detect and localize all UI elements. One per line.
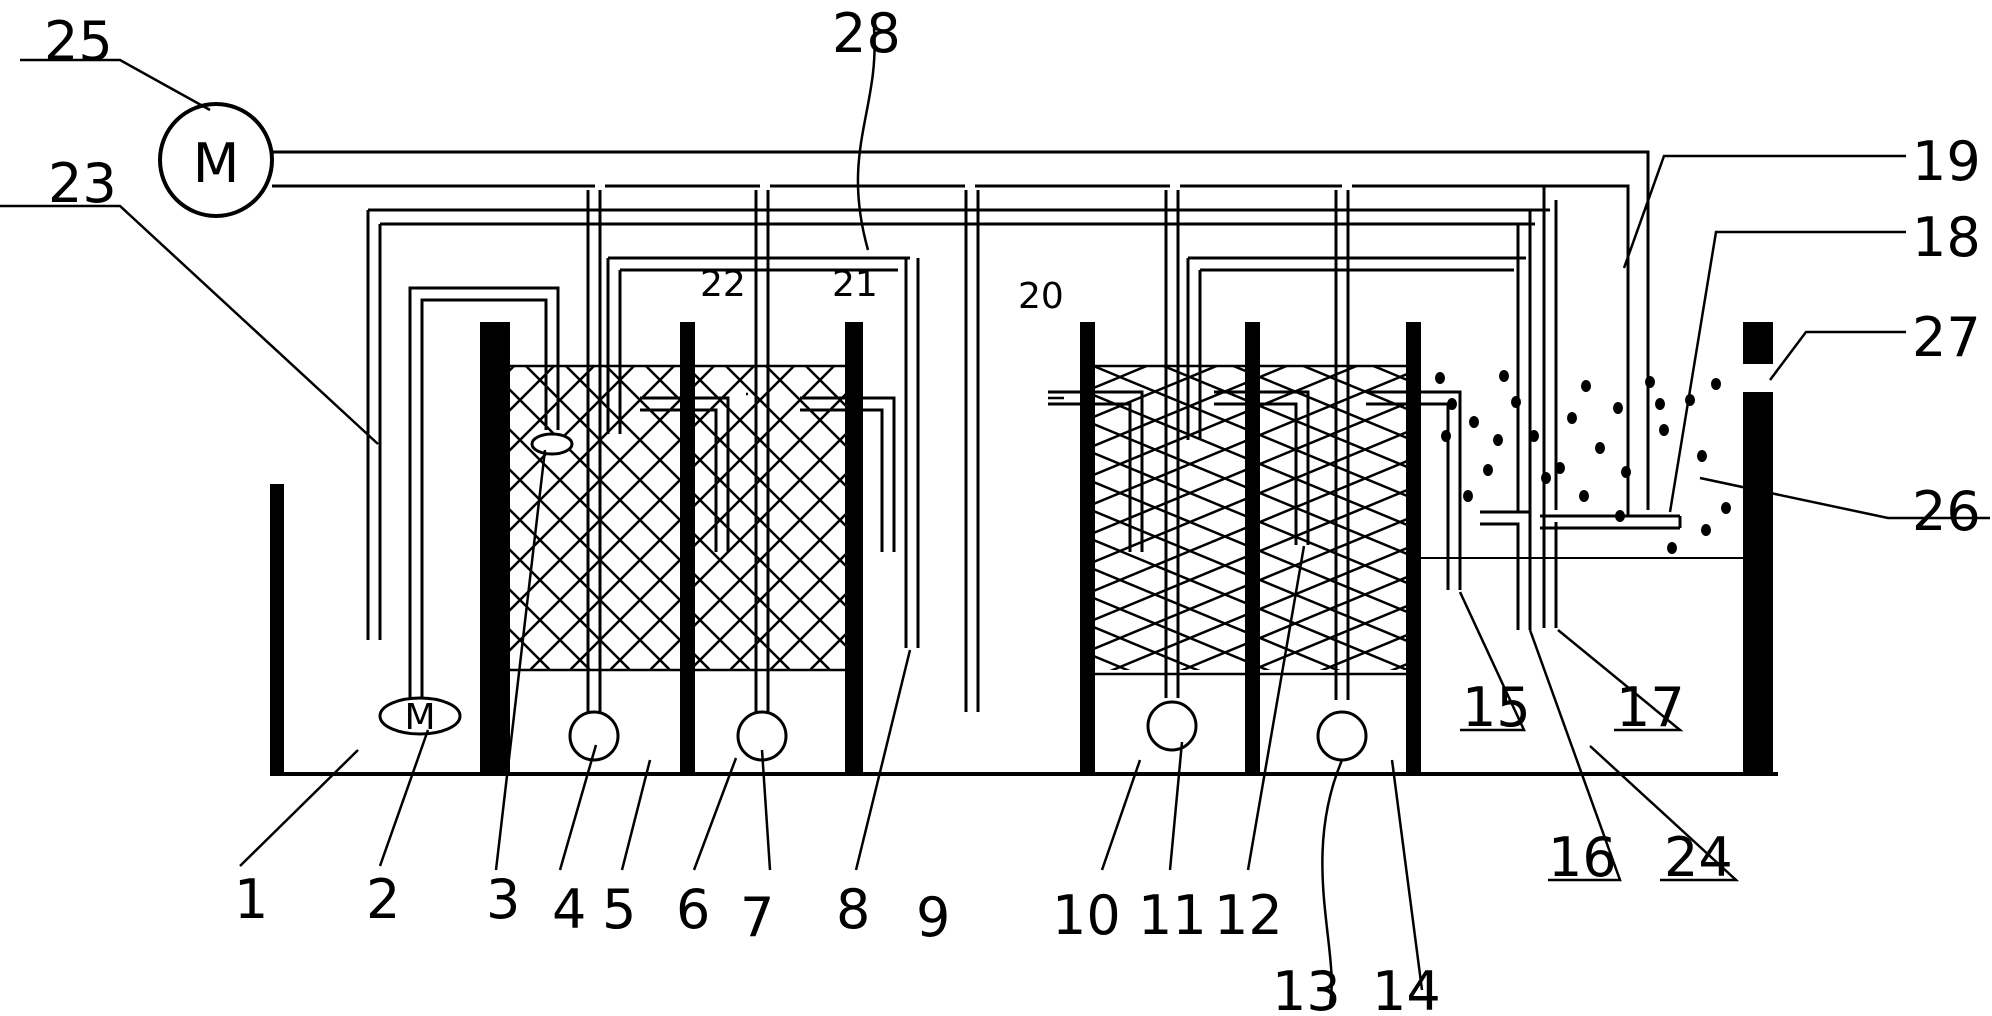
main-motor-label: M: [193, 132, 240, 195]
label-13: 13: [1272, 960, 1341, 1016]
pipe-21: [800, 396, 896, 552]
diffuser-13: [1316, 710, 1368, 762]
pipe-18: [1540, 514, 1682, 530]
manifold-sub-left: [606, 256, 910, 434]
diffuser-11: [1146, 700, 1198, 752]
media-zone-10: [1095, 365, 1245, 670]
media-zone-6: [695, 365, 845, 670]
label-22: 22: [700, 264, 746, 305]
label-21: 21: [832, 264, 878, 305]
aeration-pipe-4: [586, 190, 602, 718]
label-15: 15: [1462, 676, 1531, 739]
label-1: 1: [234, 868, 268, 931]
label-26: 26: [1912, 480, 1981, 543]
tank-left-wall: [270, 484, 284, 776]
drop-pipe-8: [904, 258, 920, 648]
baffle-wall-5: [1245, 322, 1260, 776]
pump-motor-label: M: [404, 697, 435, 738]
pipe-12: [1214, 390, 1310, 545]
diffuser-4: [568, 710, 620, 762]
baffle-wall-6: [1406, 322, 1421, 776]
label-28: 28: [832, 2, 901, 65]
label-18: 18: [1912, 206, 1981, 269]
label-25: 25: [44, 10, 113, 73]
manifold-sub-right: [1186, 256, 1526, 440]
label-7: 7: [740, 886, 774, 949]
label-4: 4: [552, 878, 586, 941]
label-2: 2: [366, 868, 400, 931]
baffle-wall-2: [680, 322, 695, 776]
label-11: 11: [1138, 884, 1207, 947]
label-20: 20: [1018, 276, 1064, 317]
pump-outlet: [530, 432, 574, 456]
pipe-16: [1480, 210, 1532, 630]
submersible-pump: [378, 696, 462, 736]
right-wall-upper: [1743, 322, 1773, 364]
label-6: 6: [676, 878, 710, 941]
media-zone-12: [1256, 365, 1406, 670]
label-10: 10: [1052, 884, 1121, 947]
manifold-lower: [366, 208, 1550, 640]
drop-pipe-9: [964, 190, 980, 712]
pipe-22: [640, 396, 730, 552]
pipe-17: [1542, 186, 1558, 628]
aeration-pipe-13: [1334, 190, 1350, 700]
label-19: 19: [1912, 130, 1981, 193]
label-16: 16: [1548, 826, 1617, 889]
label-12: 12: [1214, 884, 1283, 947]
label-23: 23: [48, 152, 117, 215]
main-motor: [158, 102, 274, 218]
label-17: 17: [1616, 676, 1685, 739]
right-wall-lower: [1743, 392, 1773, 776]
baffle-wall-1: [480, 322, 510, 776]
pump-return-pipe: [408, 286, 560, 722]
baffle-wall-4: [1080, 322, 1095, 776]
label-9: 9: [916, 886, 950, 949]
label-3: 3: [486, 868, 520, 931]
leader-lines: [0, 27, 1990, 1005]
label-5: 5: [602, 878, 636, 941]
label-27: 27: [1912, 306, 1981, 369]
suspended-particles: [1435, 370, 1731, 554]
label-24: 24: [1664, 826, 1733, 889]
air-trunk-upper: [272, 150, 1650, 515]
aeration-pipe-7: [754, 190, 770, 718]
label-8: 8: [836, 878, 870, 941]
aeration-pipe-11: [1164, 190, 1180, 698]
label-14: 14: [1372, 960, 1441, 1016]
pipe-20: [1048, 390, 1144, 552]
baffle-wall-3: [845, 322, 863, 776]
